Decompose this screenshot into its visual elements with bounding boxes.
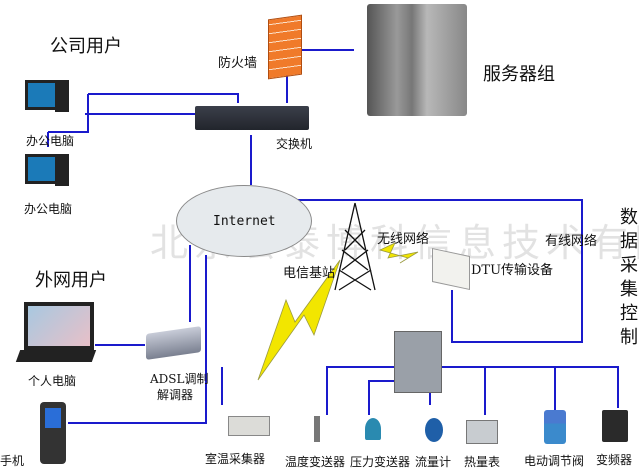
vertical-char: 采: [620, 255, 638, 276]
telecom-tower-icon: [334, 202, 376, 291]
electric-valve-icon: [544, 410, 566, 444]
vertical-char: 制: [620, 327, 638, 348]
wired-network-label: 有线网络: [545, 234, 598, 249]
wireless-network-label: 无线网络: [377, 232, 430, 247]
switch-label: 交换机: [276, 137, 313, 151]
office-pc-icon-1: [25, 80, 59, 110]
office-pc-icon-2: [25, 154, 59, 184]
office-pc-1-label: 办公电脑: [26, 134, 75, 148]
heat-meter-label: 热量表: [464, 455, 501, 469]
telecom-base-station-label: 电信基站: [283, 266, 336, 281]
external-users-label: 外网用户: [35, 270, 107, 291]
wire-pressure: [368, 380, 395, 415]
dtu-label: DTU传输设备: [471, 263, 554, 278]
company-users-label: 公司用户: [50, 36, 122, 57]
office-pc-2-label: 办公电脑: [24, 202, 73, 216]
internet-label: Internet: [213, 214, 276, 229]
temp-transmitter-icon: [314, 416, 320, 442]
vertical-char: 集: [620, 279, 638, 300]
vertical-char: 数: [620, 207, 638, 228]
firewall-label: 防火墙: [218, 56, 258, 71]
room-temp-collector-label: 室温采集器: [205, 452, 266, 466]
office-pc-tower-1: [55, 80, 69, 112]
switch-icon: [195, 106, 309, 130]
temp-transmitter-label: 温度变送器: [285, 455, 346, 469]
pressure-transmitter-label: 压力变送器: [350, 455, 411, 469]
wire-pc-switch-1b: [48, 94, 89, 133]
wire-internet-wired: [298, 199, 583, 343]
flow-meter-label: 流量计: [415, 455, 452, 469]
server-group-label: 服务器组: [483, 64, 555, 85]
vertical-char: 据: [620, 231, 638, 252]
heat-meter-icon: [466, 420, 498, 444]
lightning-bolt-collector: [257, 259, 341, 381]
laptop-keyboard: [15, 350, 97, 362]
mobile-phone-screen: [45, 408, 61, 428]
firewall-icon: [268, 14, 302, 80]
internet-cloud: [176, 185, 312, 257]
pressure-transmitter-icon: [365, 418, 381, 440]
control-cabinet-icon: [394, 331, 442, 393]
office-pc-tower-2: [55, 154, 69, 186]
data-acquisition-vertical-label: 数 据 采 集 控 制: [620, 206, 639, 350]
wire-fieldbus: [326, 366, 619, 415]
adsl-label-line2: 解调器: [157, 388, 194, 402]
electric-valve-label: 电动调节阀: [524, 454, 585, 468]
adsl-label-line1: ADSL调制: [150, 372, 209, 386]
inverter-label: 变频器: [596, 453, 633, 467]
personal-pc-label: 个人电脑: [28, 374, 77, 388]
lightning-bolt-dtu: [378, 242, 419, 264]
wire-internet-phone: [68, 255, 207, 424]
laptop-icon: [24, 302, 94, 350]
mobile-phone-label: 手机: [0, 454, 25, 468]
inverter-icon: [602, 410, 628, 442]
wire-pc-switch-1: [88, 93, 239, 103]
flow-meter-icon: [425, 418, 443, 442]
room-temp-collector-icon: [228, 416, 270, 436]
server-icon: [367, 4, 467, 116]
vertical-char: 控: [620, 303, 638, 324]
